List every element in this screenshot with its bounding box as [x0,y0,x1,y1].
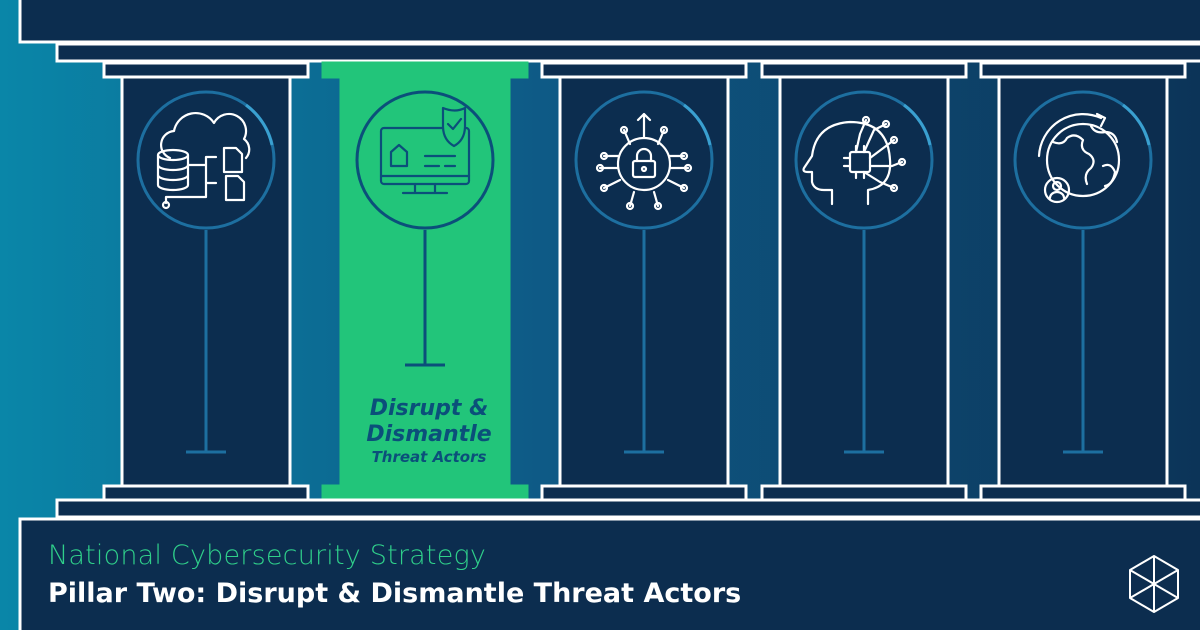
pillar-capital [760,61,968,79]
strategy-subtitle: National Cybersecurity Strategy [48,540,487,571]
pillar-5 [979,61,1187,502]
pillar-medallion-accent [1122,103,1151,146]
pillar-medallion [1013,90,1153,230]
pillar-medallion-accent [245,103,274,146]
ai-head-icon [802,115,907,206]
pillar-medallion-accent [683,103,712,146]
pillar-capital [102,61,310,79]
pillar-label-line-2: Dismantle [366,422,491,447]
pillar-medallion [794,90,934,230]
banner-panel [18,517,1200,630]
base-step [55,498,1200,519]
roof-slab [18,0,1200,44]
cloud-database-icon [156,111,251,210]
pillar-capital [979,61,1187,79]
pillar-capital [321,61,529,79]
circuit-lock-icon [595,112,693,211]
pillar-medallion [136,90,276,230]
pillar-medallion [574,90,714,230]
pillar-medallion-accent [903,103,932,146]
pillar-base [321,484,529,502]
pillar-base [979,484,1187,502]
pillar-title: Pillar Two: Disrupt & Dismantle Threat A… [48,578,742,609]
hexagon-cube-logo-icon [1129,555,1179,613]
pillar-label-line-1: Disrupt & [370,396,489,421]
pillar-4 [760,61,968,502]
pillar-base [102,484,310,502]
pillar-base [760,484,968,502]
roof-beam [55,42,1200,63]
pillar-label-line-3: Threat Actors [372,448,487,466]
globe-user-icon [1037,112,1121,204]
pillar-1 [102,61,310,502]
pillar-capital [540,61,748,79]
pillar-3 [540,61,748,502]
pillar-medallion [355,90,495,230]
pillar-base [540,484,748,502]
monitor-shield-icon [379,106,471,195]
